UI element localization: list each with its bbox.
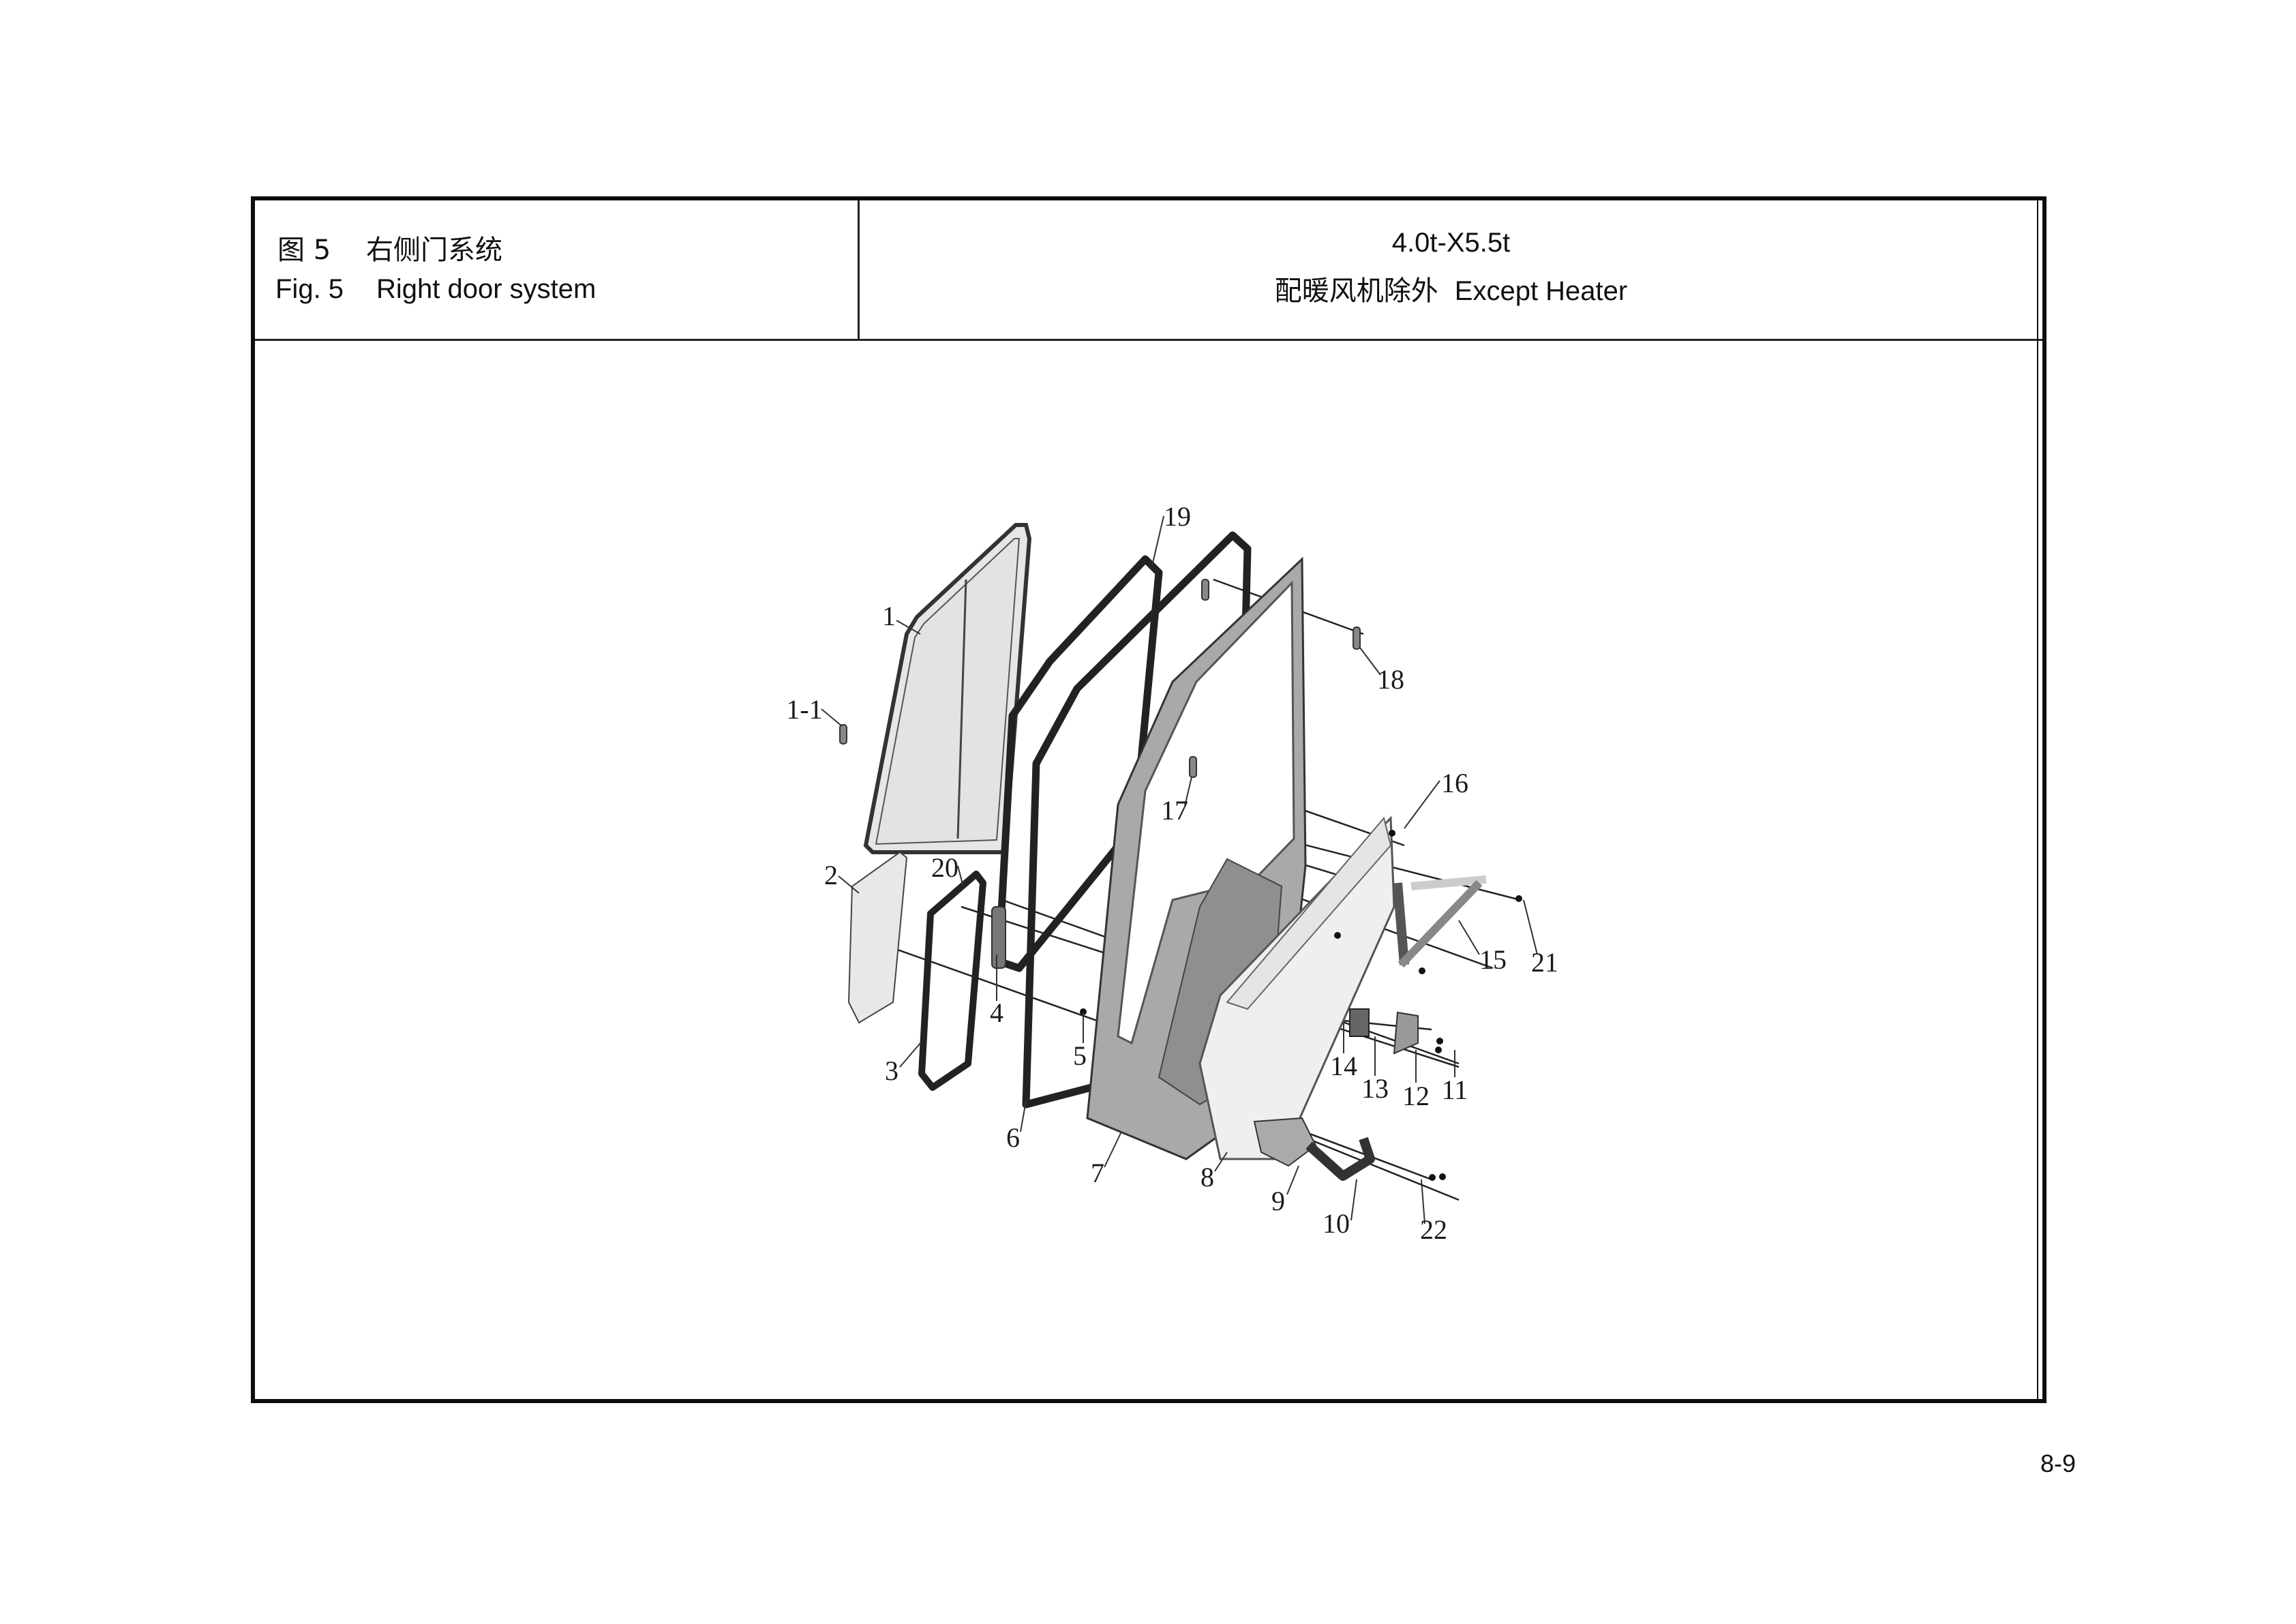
applicability-note: 配暖风机除外 Except Heater xyxy=(860,269,2042,308)
applicability-cn: 配暖风机除外 xyxy=(1274,275,1438,307)
english-title: Fig. 5 Right door system xyxy=(275,274,596,305)
model-cell: 4.0t-X5.5t 配暖风机除外 Except Heater xyxy=(860,200,2042,339)
callout-1-1: 1-1 xyxy=(786,694,823,725)
frame-inner-rule xyxy=(2037,200,2038,1399)
callout-9: 9 xyxy=(1271,1186,1285,1216)
callout-19: 19 xyxy=(1164,501,1191,532)
part-19-clip xyxy=(1201,579,1209,601)
callout-leaders xyxy=(821,515,1538,1224)
part-3-small-seal xyxy=(918,871,986,1091)
part-17-clip xyxy=(1189,756,1197,778)
callout-20: 20 xyxy=(931,852,958,883)
figure-frame: 图 5 右侧门系统 Fig. 5 Right door system 4.0t-X5… xyxy=(251,196,2046,1403)
part-13-latch xyxy=(1349,1008,1370,1037)
en-figure-title: Right door system xyxy=(376,274,596,304)
model-range: 4.0t-X5.5t xyxy=(1391,228,1511,258)
part-12-bracket xyxy=(1393,1011,1419,1055)
callout-1: 1 xyxy=(882,601,896,631)
fasteners xyxy=(1080,830,1522,1181)
part-15-grab-bar xyxy=(1393,875,1487,968)
callout-8: 8 xyxy=(1200,1162,1214,1192)
page-number: 8-9 xyxy=(2040,1449,2076,1477)
part-2-small-glass xyxy=(847,851,908,1024)
callout-15: 15 xyxy=(1479,944,1507,975)
cn-figure-title: 右侧门系统 xyxy=(366,235,502,266)
callout-17: 17 xyxy=(1161,795,1188,826)
callout-18: 18 xyxy=(1377,664,1404,695)
part-4-handle xyxy=(991,906,1006,969)
callout-5: 5 xyxy=(1073,1040,1087,1071)
callout-14: 14 xyxy=(1330,1051,1357,1081)
callout-6: 6 xyxy=(1006,1122,1020,1153)
applicability-en: Except Heater xyxy=(1454,276,1628,306)
callout-21: 21 xyxy=(1531,947,1558,978)
cn-figure-number: 图 5 xyxy=(277,235,331,266)
part-1-window-glass xyxy=(863,523,1032,854)
en-figure-number: Fig. 5 xyxy=(275,274,344,304)
callout-11: 11 xyxy=(1441,1074,1468,1105)
callout-7: 7 xyxy=(1091,1158,1104,1188)
part-1-1-clip xyxy=(839,724,847,745)
callout-22: 22 xyxy=(1420,1214,1447,1245)
figure-header: 图 5 右侧门系统 Fig. 5 Right door system 4.0t-X5… xyxy=(255,200,2042,341)
part-18-clip xyxy=(1353,627,1361,650)
chinese-title: 图 5 右侧门系统 xyxy=(277,228,502,267)
callout-3: 3 xyxy=(885,1055,898,1086)
part-8-inner-panel xyxy=(1198,815,1395,1160)
figure-title-cell: 图 5 右侧门系统 Fig. 5 Right door system xyxy=(255,200,860,339)
callout-16: 16 xyxy=(1441,768,1468,798)
callout-13: 13 xyxy=(1361,1073,1389,1104)
callout-4: 4 xyxy=(990,997,1003,1028)
part-10-handle-bar xyxy=(1305,1137,1375,1181)
part-16-door-trim xyxy=(1226,816,1392,1010)
callout-12: 12 xyxy=(1402,1081,1430,1111)
callout-2: 2 xyxy=(824,860,838,890)
callout-10: 10 xyxy=(1323,1208,1350,1239)
part-9-cover xyxy=(1253,1117,1317,1167)
